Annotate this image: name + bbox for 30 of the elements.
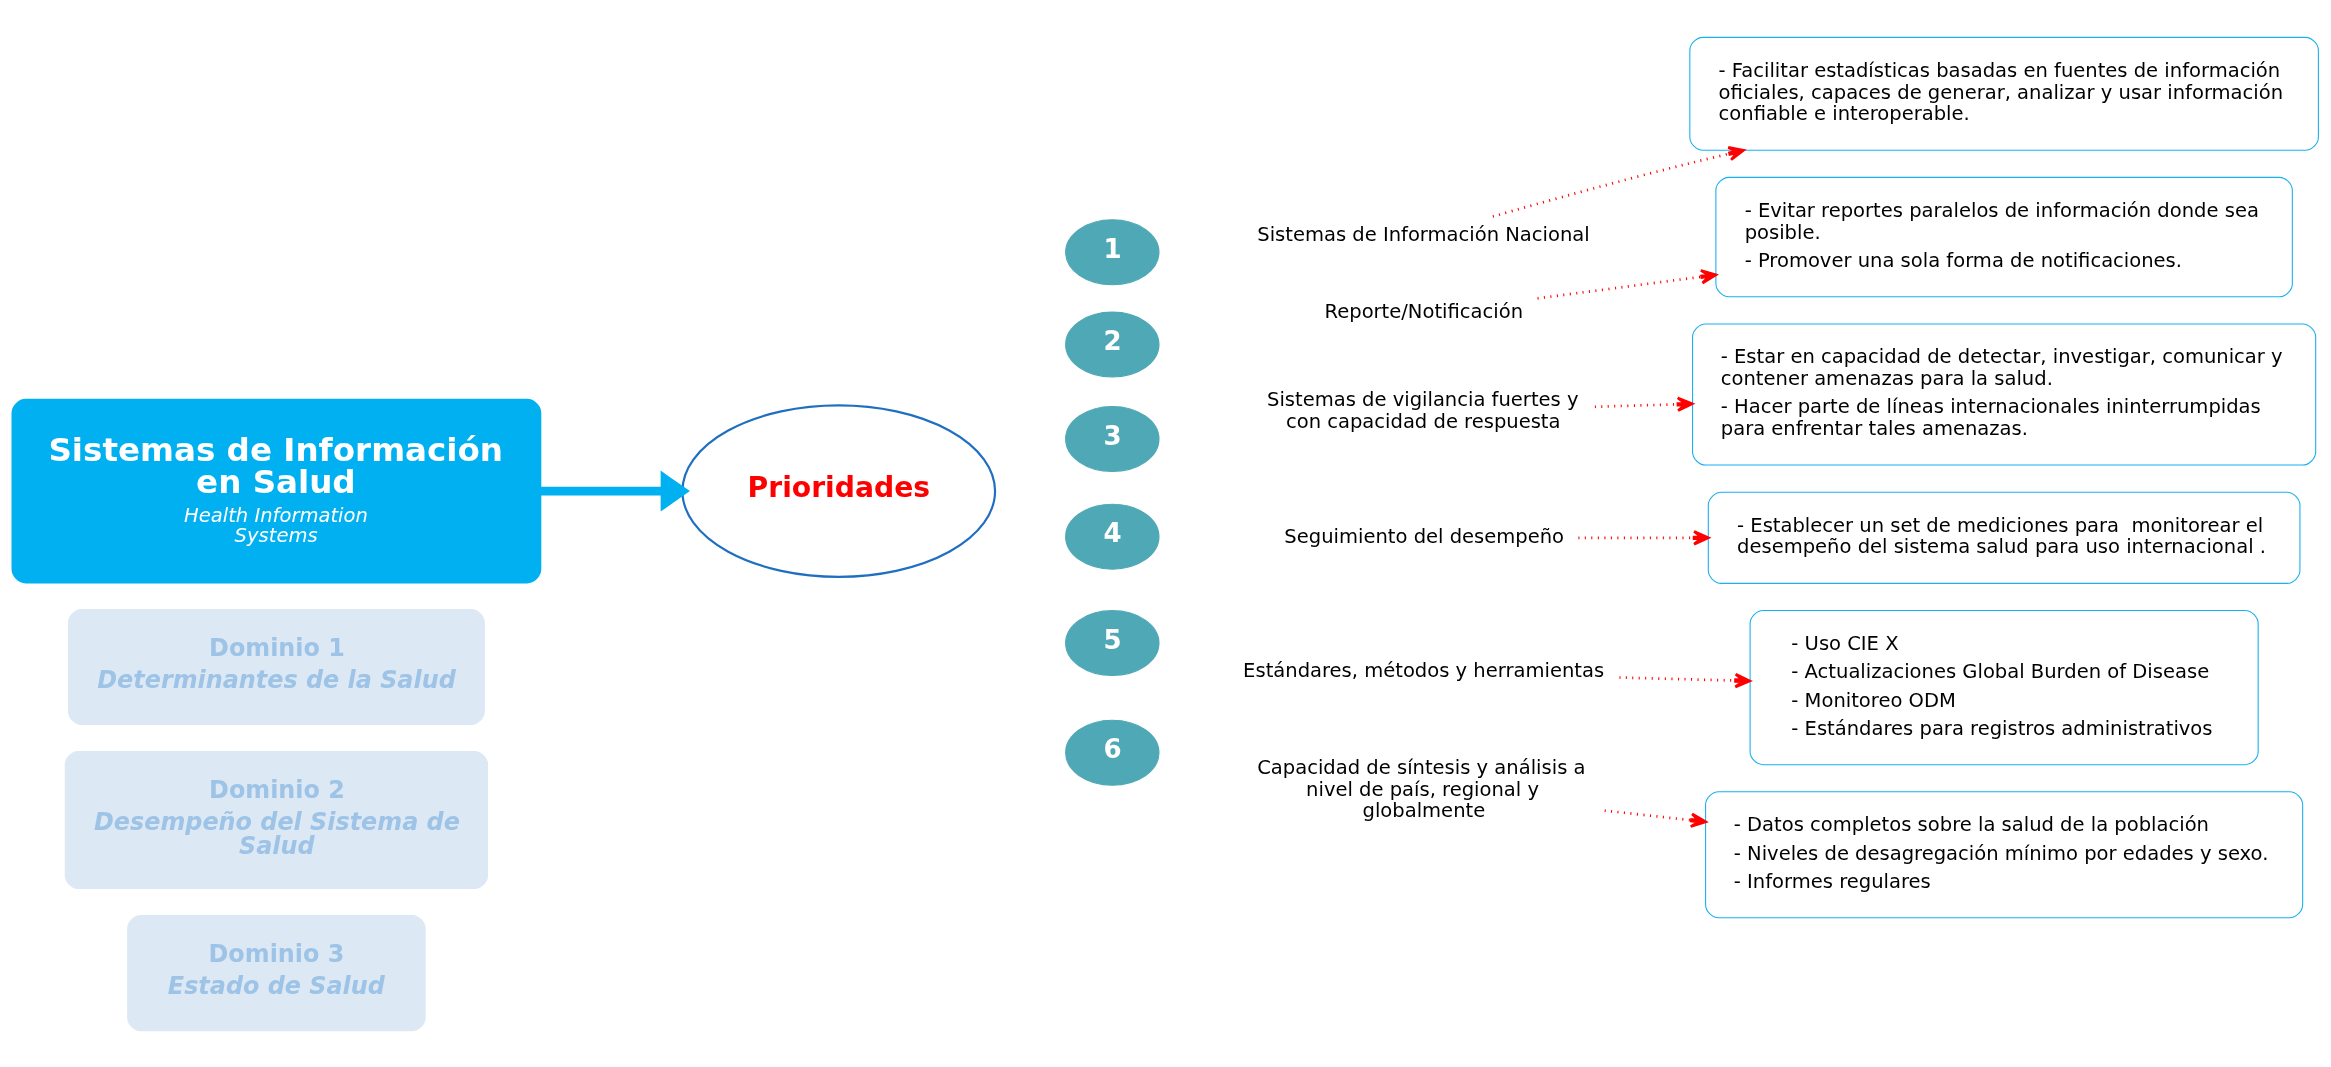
- node-box: - Datos completos sobre la salud de la población - Niveles de desagregación mínimo por edades y sexo. - Informes regulares: [1705, 790, 2304, 918]
- arrow: [1619, 672, 1751, 688]
- node-box: Sistemas de Información en Salud Health Information Systems: [11, 398, 542, 583]
- node-text: Reporte/Notificación: [1324, 299, 1524, 323]
- node-ellipse: 1: [1065, 218, 1160, 285]
- arrow: [1578, 529, 1710, 545]
- arrow: [1594, 396, 1694, 412]
- node-text: Estándares, métodos y herramientas: [1243, 658, 1605, 682]
- node-ellipse: 3: [1065, 405, 1160, 472]
- arrow: [1537, 268, 1718, 300]
- node-ellipse: Prioridades: [681, 403, 997, 578]
- node-text: Capacidad de síntesis y análisis a nivel de país, regional y globalmente: [1257, 755, 1586, 822]
- arrow: [1492, 145, 1745, 218]
- node-text: Sistemas de Información Nacional: [1257, 222, 1590, 246]
- node-box: - Establecer un set de mediciones para monitorear el desempeño del sistema salud para uso internacional .: [1707, 491, 2301, 584]
- node-box: - Facilitar estadísticas basadas en fuentes de información oficiales, capaces de generar, analizar y usar información confiable e interoperable.: [1689, 36, 2319, 151]
- arrow: [540, 470, 690, 512]
- node-box: - Evitar reportes paralelos de información donde sea posible. - Promover una sola forma de notificaciones.: [1715, 176, 2293, 297]
- node-box: - Uso CIE X - Actualizaciones Global Burden of Disease - Monitoreo ODM - Estándares para registros administrativos: [1749, 609, 2259, 765]
- node-box: Dominio 3 Estado de Salud: [127, 914, 426, 1031]
- node-ellipse: 4: [1065, 503, 1160, 570]
- node-box: Dominio 1 Determinantes de la Salud: [67, 608, 485, 725]
- node-text: Seguimiento del desempeño: [1284, 524, 1565, 548]
- node-ellipse: 2: [1065, 311, 1160, 378]
- node-ellipse: 6: [1065, 719, 1160, 786]
- node-text: Sistemas de vigilancia fuertes y con capacidad de respuesta: [1267, 387, 1579, 432]
- node-box: Dominio 2 Desempeño del Sistema de Salud: [64, 750, 489, 889]
- node-ellipse: 5: [1065, 609, 1160, 676]
- node-box: - Estar en capacidad de detectar, investigar, comunicar y contener amenazas para la salud. - Hacer parte de líneas internacionales ininterrumpidas para enfrentar tales amenazas.: [1692, 322, 2317, 466]
- arrow: [1604, 808, 1707, 828]
